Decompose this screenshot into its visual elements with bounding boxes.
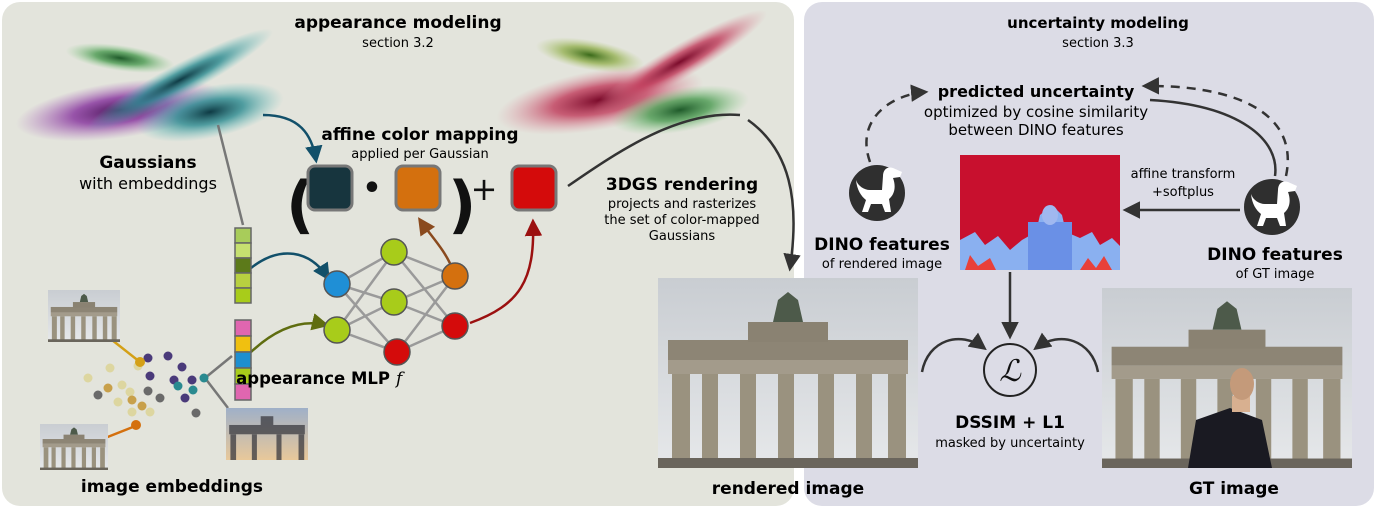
gaussians-title: Gaussians bbox=[99, 153, 196, 173]
gt-image bbox=[1102, 288, 1352, 468]
dino-left-subtitle: of rendered image bbox=[822, 257, 942, 272]
dino-left-title: DINO features bbox=[814, 235, 950, 255]
scale-box-gaussian bbox=[306, 164, 354, 212]
mlp-label: appearance MLP bbox=[236, 369, 390, 388]
loss-symbol-icon bbox=[983, 343, 1037, 397]
gaussian-embedding-vector bbox=[234, 227, 252, 304]
rendered-gaussians-icon bbox=[496, 9, 768, 135]
predicted-uncertainty-title: predicted uncertainty bbox=[938, 82, 1135, 101]
affine-title: affine color mapping bbox=[321, 125, 518, 145]
render-desc-line-2: the set of color-mapped bbox=[604, 213, 759, 228]
uncertainty-subtitle: section 3.3 bbox=[1062, 36, 1134, 51]
render-desc-line-1: projects and rasterizes bbox=[608, 197, 757, 212]
dino-right-subtitle: of GT image bbox=[1236, 267, 1315, 282]
mlp-nodes bbox=[323, 238, 469, 366]
predicted-uncertainty-desc-2: between DINO features bbox=[948, 121, 1124, 139]
rendered-image bbox=[658, 278, 918, 468]
thumbnail-gate-sky bbox=[48, 290, 120, 342]
gaussian-embedding-arrow bbox=[250, 252, 330, 281]
dot-operator: • bbox=[362, 171, 381, 206]
scale-box-mlp bbox=[394, 164, 442, 212]
gaussian-blob-icon bbox=[15, 28, 284, 142]
dino-right-title: DINO features bbox=[1207, 245, 1343, 265]
loss-title: DSSIM + L1 bbox=[955, 413, 1065, 433]
gaussian-to-embedding-line bbox=[216, 124, 245, 226]
image-embeddings-label: image embeddings bbox=[81, 477, 263, 497]
paren-close: ) bbox=[448, 168, 476, 241]
predicted-uncertainty-desc-1: optimized by cosine similarity bbox=[924, 103, 1148, 121]
image-embedding-arrow bbox=[250, 313, 330, 353]
mlp-to-offset-arrow bbox=[469, 218, 543, 325]
dinosaur-icon-gt bbox=[1244, 179, 1300, 235]
transform-desc-1: affine transform bbox=[1131, 167, 1236, 182]
render-title: 3DGS rendering bbox=[606, 175, 758, 195]
render-arrow bbox=[747, 118, 801, 272]
plus-operator: + bbox=[471, 170, 498, 208]
appearance-title: appearance modeling bbox=[294, 13, 501, 33]
image-embedding-vector bbox=[234, 319, 252, 401]
dino-right-solid-arrow bbox=[1149, 98, 1277, 177]
uncertainty-map bbox=[960, 155, 1120, 270]
rendered-image-label: rendered image bbox=[712, 479, 864, 499]
uncertainty-title: uncertainty modeling bbox=[1007, 14, 1189, 32]
render-desc-line-3: Gaussians bbox=[649, 229, 716, 244]
gaussian-to-affine-arrow bbox=[262, 113, 323, 164]
thumbnail-gate-distant bbox=[40, 424, 108, 470]
thumbnail-gate-dusk bbox=[226, 408, 308, 460]
dinosaur-icon bbox=[849, 165, 905, 221]
dino-right-to-uncertainty-arrow bbox=[1141, 77, 1289, 177]
gt-to-loss-arrow bbox=[1033, 332, 1100, 373]
mlp-symbol: f bbox=[394, 369, 405, 389]
loss-symbol: ℒ bbox=[999, 354, 1022, 389]
rendered-to-loss-arrow bbox=[920, 332, 987, 373]
gaussians-subtitle: with embeddings bbox=[79, 174, 217, 193]
transform-desc-2: +softplus bbox=[1152, 185, 1214, 200]
embedding-scatter bbox=[83, 339, 233, 442]
loss-subtitle: masked by uncertainty bbox=[935, 436, 1085, 451]
render-arrow-top bbox=[567, 113, 741, 188]
gt-image-label: GT image bbox=[1189, 479, 1279, 499]
affine-subtitle: applied per Gaussian bbox=[351, 147, 488, 162]
offset-box bbox=[510, 164, 558, 212]
dino-left-to-uncertainty-arrow bbox=[865, 84, 929, 163]
appearance-subtitle: section 3.2 bbox=[362, 36, 434, 51]
